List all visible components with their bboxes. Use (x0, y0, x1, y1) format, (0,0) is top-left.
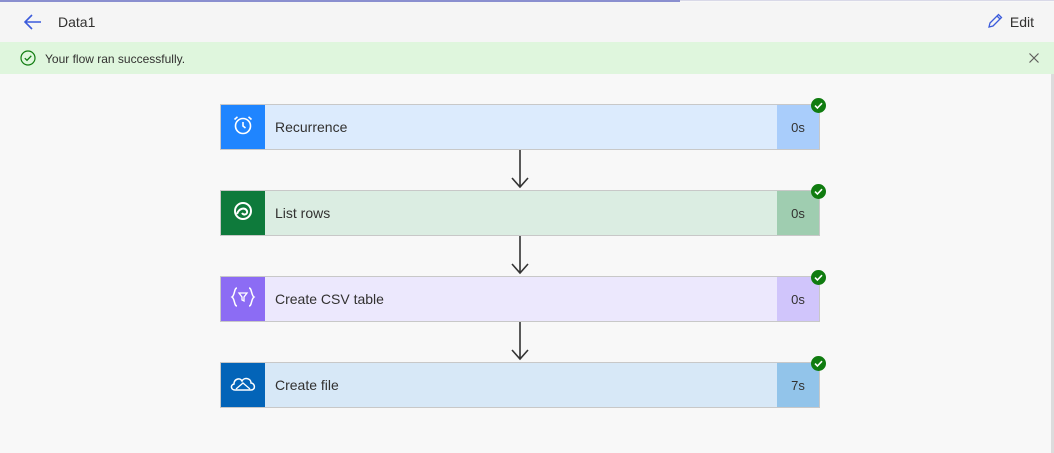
step-recurrence[interactable]: Recurrence 0s (220, 98, 826, 150)
step-list-rows[interactable]: List rows 0s (220, 184, 826, 236)
step-icon-box (221, 363, 265, 407)
success-check-icon (20, 50, 36, 71)
edit-button[interactable]: Edit (986, 12, 1034, 32)
back-arrow-icon[interactable] (22, 11, 44, 33)
alarm-clock-icon (231, 113, 255, 142)
header-bar: Data1 Edit (0, 2, 1054, 42)
flow-arrow-down-icon (511, 150, 529, 189)
step-create-csv-table[interactable]: Create CSV table 0s (220, 270, 826, 322)
edit-label: Edit (1009, 14, 1034, 30)
flow-arrow-down-icon (511, 322, 529, 361)
close-icon[interactable] (1028, 51, 1040, 69)
step-icon-box (221, 191, 265, 235)
step-create-file[interactable]: Create file 7s (220, 356, 826, 408)
pencil-icon (986, 12, 1004, 33)
scrollbar[interactable] (1051, 74, 1054, 453)
step-icon-box (221, 105, 265, 149)
data-operation-icon (230, 285, 256, 314)
step-label: List rows (275, 205, 331, 221)
top-divider-line (680, 0, 1054, 1)
onedrive-icon (229, 373, 257, 398)
step-duration: 0s (777, 191, 819, 235)
success-check-icon (811, 270, 826, 285)
step-icon-box (221, 277, 265, 321)
banner-message: Your flow ran successfully. (45, 52, 186, 66)
page-title: Data1 (58, 14, 96, 30)
dataverse-icon (231, 199, 255, 228)
top-accent-line (0, 0, 680, 2)
success-check-icon (811, 98, 826, 113)
flow-arrow-down-icon (511, 236, 529, 275)
success-banner: Your flow ran successfully. (0, 42, 1054, 74)
step-duration: 7s (777, 363, 819, 407)
step-duration: 0s (777, 105, 819, 149)
step-label: Create CSV table (275, 291, 384, 307)
step-label: Recurrence (275, 119, 348, 135)
step-label: Create file (275, 377, 339, 393)
step-duration: 0s (777, 277, 819, 321)
success-check-icon (811, 356, 826, 371)
success-check-icon (811, 184, 826, 199)
